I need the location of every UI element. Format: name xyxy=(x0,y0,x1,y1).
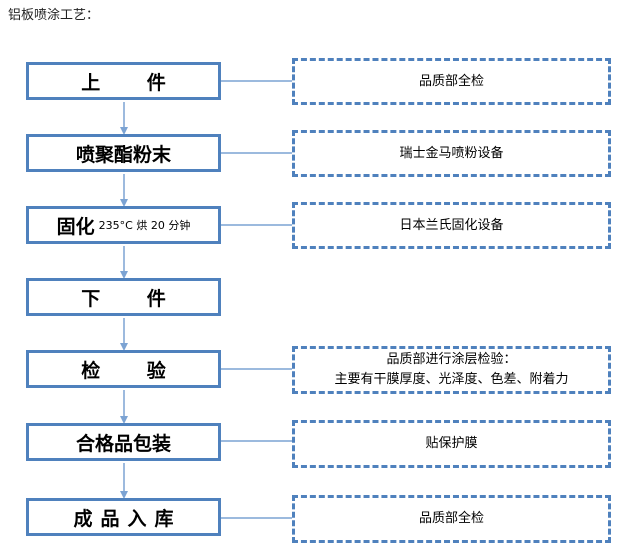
note-warehousing: 品质部全检 xyxy=(292,495,611,543)
step-label: 合格品包装 xyxy=(75,432,171,455)
step-curing: 固化 235°C 烘 20 分钟 xyxy=(26,206,221,244)
step-warehousing: 成品入库 xyxy=(26,498,221,536)
step-label: 固化 xyxy=(56,215,95,238)
note-text: 瑞士金马喷粉设备 xyxy=(399,145,504,161)
note-load: 品质部全检 xyxy=(292,58,611,105)
step-packaging: 合格品包装 xyxy=(26,423,221,461)
step-sublabel: 235°C 烘 20 分钟 xyxy=(98,219,191,232)
note-powder-coating: 瑞士金马喷粉设备 xyxy=(292,130,611,177)
step-label: 上 件 xyxy=(81,71,186,94)
note-packaging: 贴保护膜 xyxy=(292,420,611,468)
note-curing: 日本兰氏固化设备 xyxy=(292,202,611,249)
note-text: 品质部全检 xyxy=(418,511,484,526)
note-text: 贴保护膜 xyxy=(425,436,478,451)
step-label: 检 验 xyxy=(81,359,186,382)
step-label: 成品入库 xyxy=(73,507,182,530)
note-text: 日本兰氏固化设备 xyxy=(399,217,504,233)
step-unload: 下 件 xyxy=(26,278,221,316)
note-text: 品质部全检 xyxy=(418,73,484,89)
note-text: 主要有干膜厚度、光泽度、色差、附着力 xyxy=(334,372,569,387)
step-powder-coating: 喷聚酯粉末 xyxy=(26,134,221,172)
step-label: 下 件 xyxy=(81,287,186,310)
page-title: 铝板喷涂工艺： xyxy=(8,8,100,23)
step-load: 上 件 xyxy=(26,62,221,100)
note-inspection: 品质部进行涂层检验： 主要有干膜厚度、光泽度、色差、附着力 xyxy=(292,346,611,394)
step-label: 喷聚酯粉末 xyxy=(75,143,171,166)
note-text: 品质部进行涂层检验： xyxy=(386,352,517,367)
step-inspection: 检 验 xyxy=(26,350,221,388)
